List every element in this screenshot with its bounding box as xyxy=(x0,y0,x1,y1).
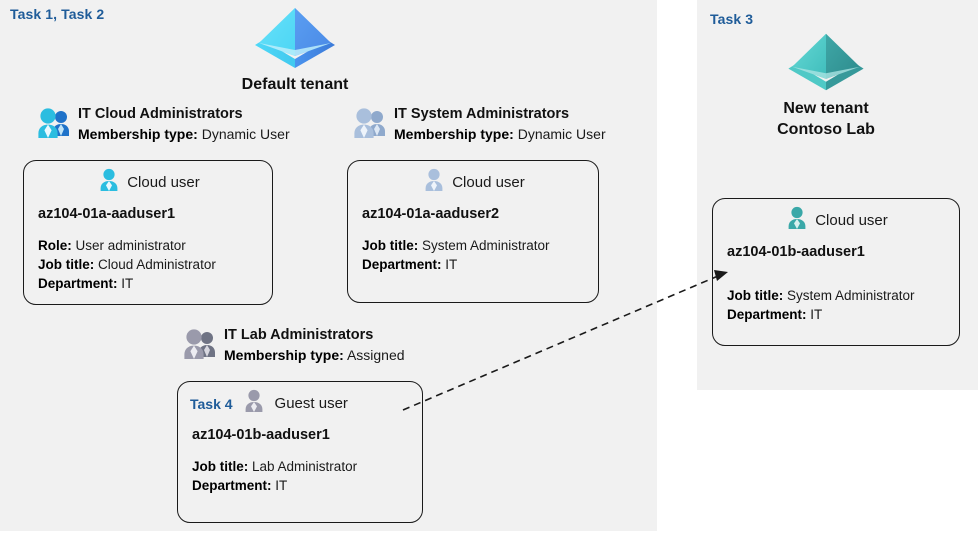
azure-tenant-icon xyxy=(255,8,335,68)
group-it-cloud-administrators: IT Cloud Administrators Membership type:… xyxy=(36,104,290,145)
default-tenant-name: Default tenant xyxy=(241,76,349,93)
property-value: IT xyxy=(810,307,823,322)
user-properties: Role: User administrator Job title: Clou… xyxy=(24,222,272,293)
property-row: Job title: Cloud Administrator xyxy=(38,255,272,274)
user-properties: Job title: System Administrator Departme… xyxy=(713,260,959,324)
group-it-system-administrators: IT System Administrators Membership type… xyxy=(352,104,606,145)
property-value: System Administrator xyxy=(787,288,915,303)
username: az104-01b-aaduser1 xyxy=(192,427,330,443)
user-card-az104-01b-aaduser1-guest: Task 4 Guest user az104-01b-aaduser1 Job… xyxy=(177,381,423,523)
user-properties: Job title: System Administrator Departme… xyxy=(348,222,598,274)
property-row: Department: IT xyxy=(192,476,422,495)
new-tenant-name-line1: New tenant xyxy=(783,100,869,117)
cloud-user-icon xyxy=(784,205,810,236)
group-users-icon xyxy=(36,106,72,145)
group-membership: Membership type: Assigned xyxy=(224,345,405,365)
membership-label: Membership type: xyxy=(394,126,514,142)
user-card-az104-01b-aaduser1: Cloud user az104-01b-aaduser1 Job title:… xyxy=(712,198,960,346)
property-label: Job title: xyxy=(362,238,419,253)
user-type-label: Cloud user xyxy=(127,174,200,191)
cloud-user-icon xyxy=(421,167,447,198)
azure-tenant-icon xyxy=(788,33,864,91)
group-membership: Membership type: Dynamic User xyxy=(394,124,606,144)
user-type-label: Cloud user xyxy=(452,174,525,191)
group-users-icon xyxy=(182,327,218,366)
property-label: Job title: xyxy=(727,288,784,303)
property-row: Department: IT xyxy=(362,255,598,274)
group-it-lab-administrators: IT Lab Administrators Membership type: A… xyxy=(182,325,405,366)
card-header: Cloud user xyxy=(348,161,598,198)
task-label-4: Task 4 xyxy=(190,395,233,412)
membership-label: Membership type: xyxy=(78,126,198,142)
membership-label: Membership type: xyxy=(224,347,344,363)
user-properties: Job title: Lab Administrator Department:… xyxy=(178,443,422,495)
task-label-3: Task 3 xyxy=(710,11,754,27)
new-tenant-name-line2: Contoso Lab xyxy=(777,121,875,138)
membership-value: Assigned xyxy=(346,347,405,363)
membership-value: Dynamic User xyxy=(201,126,290,142)
group-membership: Membership type: Dynamic User xyxy=(78,124,290,144)
user-card-az104-01a-aaduser1: Cloud user az104-01a-aaduser1 Role: User… xyxy=(23,160,273,305)
group-name: IT Lab Administrators xyxy=(224,327,374,343)
property-label: Department: xyxy=(192,478,272,493)
property-value: Cloud Administrator xyxy=(98,257,216,272)
username: az104-01b-aaduser1 xyxy=(727,244,865,260)
card-header: Task 4 Guest user xyxy=(178,382,422,419)
property-row: Role: User administrator xyxy=(38,236,272,255)
task-label-1-2: Task 1, Task 2 xyxy=(10,6,105,22)
property-row: Job title: Lab Administrator xyxy=(192,457,422,476)
card-header: Cloud user xyxy=(713,199,959,236)
property-value: IT xyxy=(275,478,288,493)
group-name: IT System Administrators xyxy=(394,106,570,122)
cloud-user-icon xyxy=(96,167,122,198)
username: az104-01a-aaduser1 xyxy=(38,206,176,222)
username: az104-01a-aaduser2 xyxy=(362,206,500,222)
property-row: Department: IT xyxy=(38,274,272,293)
new-tenant-block: New tenant Contoso Lab xyxy=(713,26,939,140)
property-label: Job title: xyxy=(192,459,249,474)
property-value: System Administrator xyxy=(422,238,550,253)
user-card-az104-01a-aaduser2: Cloud user az104-01a-aaduser2 Job title:… xyxy=(347,160,599,303)
user-type-label: Guest user xyxy=(274,395,348,412)
property-row: Job title: System Administrator xyxy=(362,236,598,255)
property-label: Department: xyxy=(362,257,442,272)
property-value: User administrator xyxy=(75,238,186,253)
default-tenant-block: Default tenant xyxy=(195,2,395,95)
guest-user-icon xyxy=(241,388,267,419)
property-label: Department: xyxy=(38,276,118,291)
card-header: Cloud user xyxy=(24,161,272,198)
property-value: IT xyxy=(121,276,134,291)
group-name: IT Cloud Administrators xyxy=(78,106,243,122)
membership-value: Dynamic User xyxy=(517,126,606,142)
property-row: Job title: System Administrator xyxy=(727,286,959,305)
property-value: IT xyxy=(445,257,458,272)
property-row: Department: IT xyxy=(727,305,959,324)
property-label: Role: xyxy=(38,238,72,253)
user-type-label: Cloud user xyxy=(815,212,888,229)
property-value: Lab Administrator xyxy=(252,459,358,474)
property-label: Department: xyxy=(727,307,807,322)
property-label: Job title: xyxy=(38,257,95,272)
group-users-icon xyxy=(352,106,388,145)
